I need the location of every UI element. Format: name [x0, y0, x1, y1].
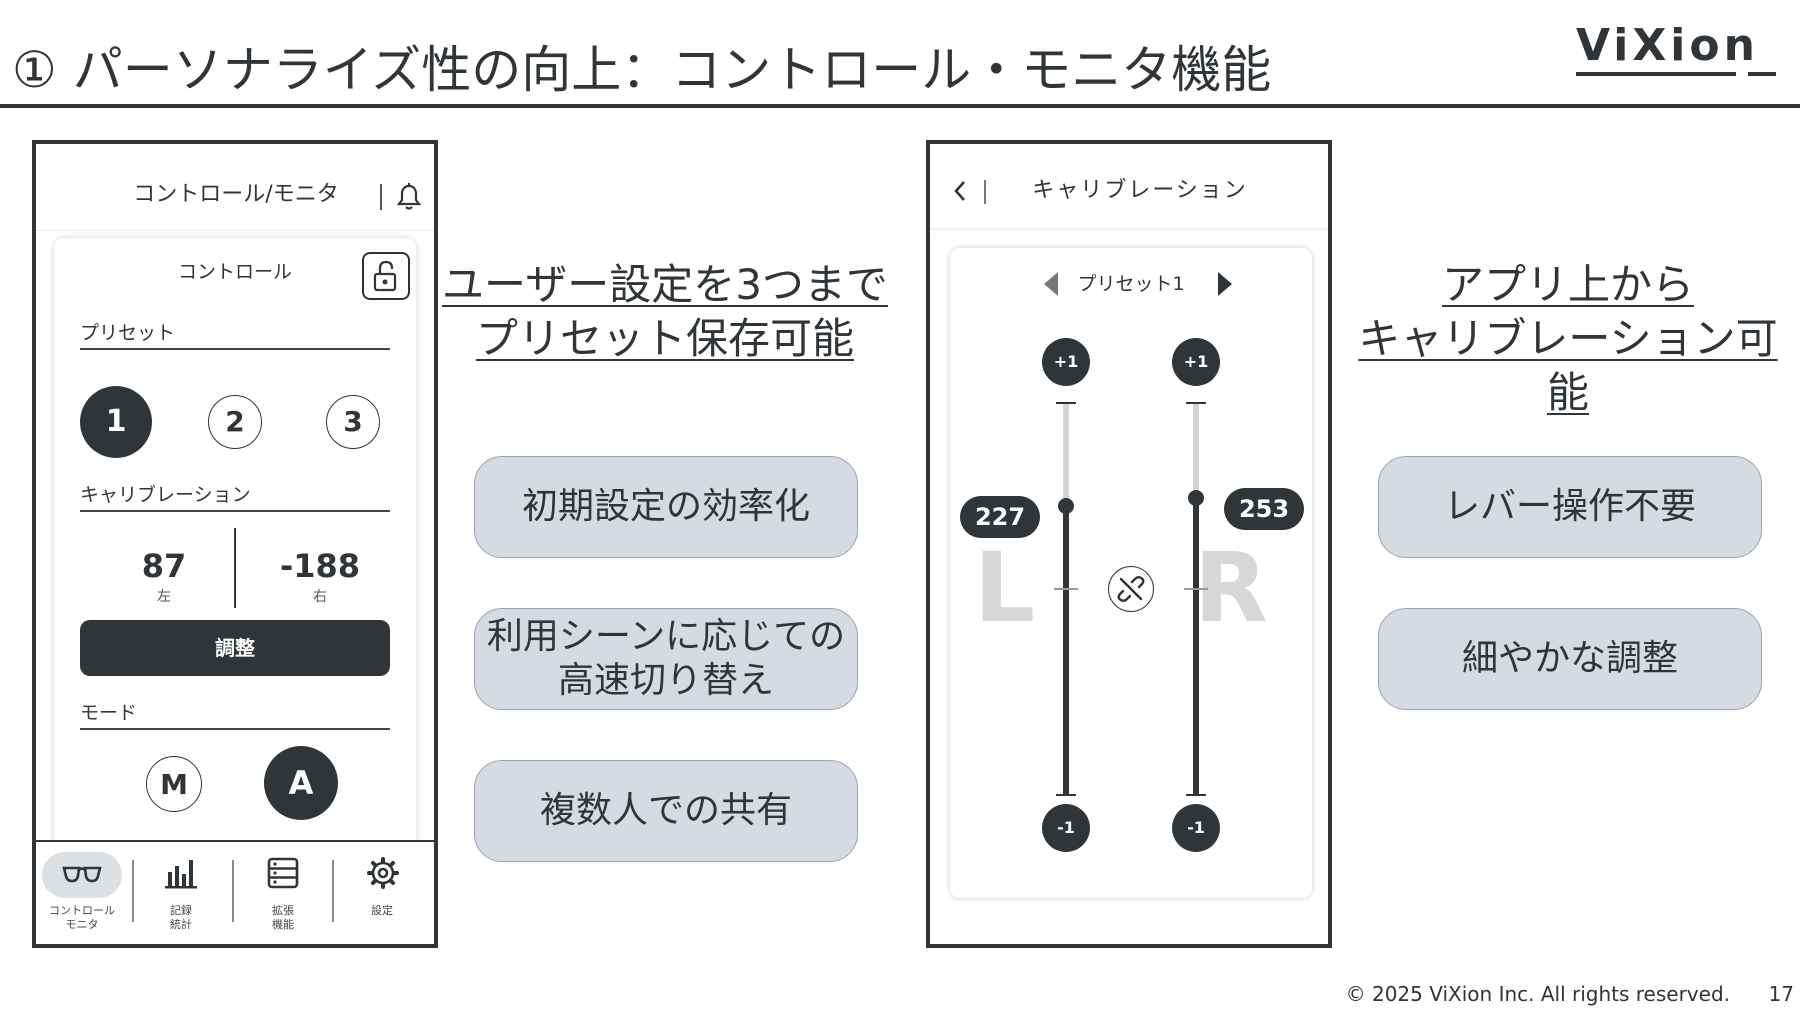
left-slider-knob[interactable] [1058, 498, 1074, 514]
copyright-footer: © 2025 ViXion Inc. All rights reserved. [1345, 982, 1730, 1006]
right-value-bubble: 253 [1224, 488, 1304, 530]
tab-label: 設定 [371, 904, 393, 917]
track-mid-tick [1184, 588, 1208, 590]
track-top-tick [1186, 402, 1206, 404]
track-bottom-tick [1056, 794, 1076, 796]
title-divider [0, 104, 1800, 108]
right-plus-button[interactable]: +1 [1172, 338, 1220, 386]
logo-underline [1576, 72, 1736, 76]
preset-2-button[interactable]: 2 [208, 395, 262, 449]
preset-label: プリセット [80, 322, 176, 344]
track-top-tick [1056, 402, 1076, 404]
slide-title: ① パーソナライズ性の向上：コントロール・モニタ機能 [12, 41, 1272, 99]
feature-text: 高速切り替え [557, 660, 774, 701]
card-title: コントロール [177, 261, 292, 283]
feature-text: 利用シーンに応じての [486, 616, 846, 657]
mode-manual-button[interactable]: M [146, 756, 202, 812]
tab-divider [332, 860, 334, 922]
tab-label: 機能 [272, 918, 294, 931]
tab-divider [232, 860, 234, 922]
tab-label: 統計 [170, 918, 192, 931]
unlock-icon[interactable] [362, 252, 410, 300]
header-separator [380, 184, 382, 210]
feature-pill: レバー操作不要 [1378, 456, 1762, 558]
calibration-separator [234, 528, 236, 608]
tab-divider [132, 860, 134, 922]
left-track-upper [1063, 404, 1069, 504]
left-calibration-value: 87 [141, 547, 187, 585]
preset-heading-line2: プリセット保存可能 [475, 314, 854, 363]
tab-active-indicator [42, 852, 122, 898]
brand-logo: ViXion [1576, 18, 1776, 84]
calibration-card: プリセット1 L +1 227 -1 R +1 253 -1 [950, 248, 1312, 898]
calibration-heading-line2: キャリブレーション可能 [1358, 314, 1778, 417]
calibration-label: キャリブレーション [80, 484, 251, 506]
tab-label: モニタ [65, 918, 99, 931]
preset-3-button[interactable]: 3 [326, 395, 380, 449]
tab-label: 拡張 [272, 904, 294, 917]
tab-label: 記録 [170, 904, 192, 917]
right-side-label: 右 [313, 589, 327, 605]
bell-icon[interactable] [396, 182, 422, 212]
glasses-icon [62, 862, 102, 886]
feature-text: 細やかな調整 [1461, 638, 1678, 679]
tab-label: コントロール [49, 904, 115, 917]
tab-control-monitor[interactable]: コントロール モニタ [36, 842, 136, 944]
feature-pill: 細やかな調整 [1378, 608, 1762, 710]
right-track-lower[interactable] [1193, 496, 1199, 794]
mode-divider [80, 728, 390, 730]
feature-pill: 初期設定の効率化 [474, 456, 858, 558]
right-slider-knob[interactable] [1188, 490, 1204, 506]
calibration-phone: キャリブレーション プリセット1 L +1 227 -1 R +1 253 -1 [926, 140, 1332, 948]
bar-chart-icon [164, 856, 198, 890]
bottom-tab-bar: コントロール モニタ 記録 統計 拡張 機能 設定 [36, 840, 434, 944]
right-minus-button[interactable]: -1 [1172, 804, 1220, 852]
track-bottom-tick [1186, 794, 1206, 796]
feature-pill: 利用シーンに応じての 高速切り替え [474, 608, 858, 710]
feature-text: 初期設定の効率化 [521, 486, 810, 527]
chevron-left-icon[interactable] [950, 178, 970, 204]
left-minus-button[interactable]: -1 [1042, 804, 1090, 852]
left-track-lower[interactable] [1063, 504, 1069, 794]
left-value-bubble: 227 [960, 496, 1040, 538]
tab-extensions[interactable]: 拡張 機能 [234, 842, 334, 944]
header-title: キャリブレーション [1032, 178, 1248, 203]
control-monitor-phone: コントロール/モニタ コントロール プリセット 1 2 3 キャリブレーション … [32, 140, 438, 948]
adjust-button[interactable]: 調整 [80, 620, 390, 676]
tab-settings[interactable]: 設定 [334, 842, 434, 944]
preset-name: プリセット1 [1077, 273, 1185, 295]
left-side-label: 左 [157, 589, 171, 605]
left-plus-button[interactable]: +1 [1042, 338, 1090, 386]
track-mid-tick [1054, 588, 1078, 590]
header-title: コントロール/モニタ [133, 182, 339, 207]
feature-text: 複数人での共有 [539, 790, 792, 831]
calibration-divider [80, 510, 390, 512]
list-icon [266, 856, 300, 890]
header-separator [984, 180, 986, 204]
gear-icon [366, 856, 400, 890]
feature-text: レバー操作不要 [1443, 486, 1696, 527]
mode-label: モード [80, 702, 138, 724]
unlink-icon[interactable] [1108, 566, 1154, 612]
right-track-upper [1193, 404, 1199, 496]
preset-1-button[interactable]: 1 [80, 386, 152, 458]
app-header: コントロール/モニタ [36, 144, 434, 231]
feature-pill: 複数人での共有 [474, 760, 858, 862]
preset-prev-arrow-icon[interactable] [1044, 272, 1058, 296]
mode-auto-button[interactable]: A [264, 746, 338, 820]
preset-heading-line1: ユーザー設定を3つまで [442, 260, 888, 309]
calibration-heading-line1: アプリ上から [1441, 260, 1694, 309]
control-card: コントロール プリセット 1 2 3 キャリブレーション 87 左 -188 右… [54, 238, 416, 944]
logo-text: ViXion [1576, 20, 1759, 71]
preset-divider [80, 348, 390, 350]
tab-records-stats[interactable]: 記録 統計 [134, 842, 234, 944]
logo-underline-dash [1748, 72, 1776, 76]
page-number: 17 [1768, 982, 1794, 1006]
app-header: キャリブレーション [930, 144, 1328, 228]
left-eye-letter: L [974, 532, 1036, 644]
preset-next-arrow-icon[interactable] [1218, 272, 1232, 296]
right-calibration-value: -188 [279, 547, 361, 585]
